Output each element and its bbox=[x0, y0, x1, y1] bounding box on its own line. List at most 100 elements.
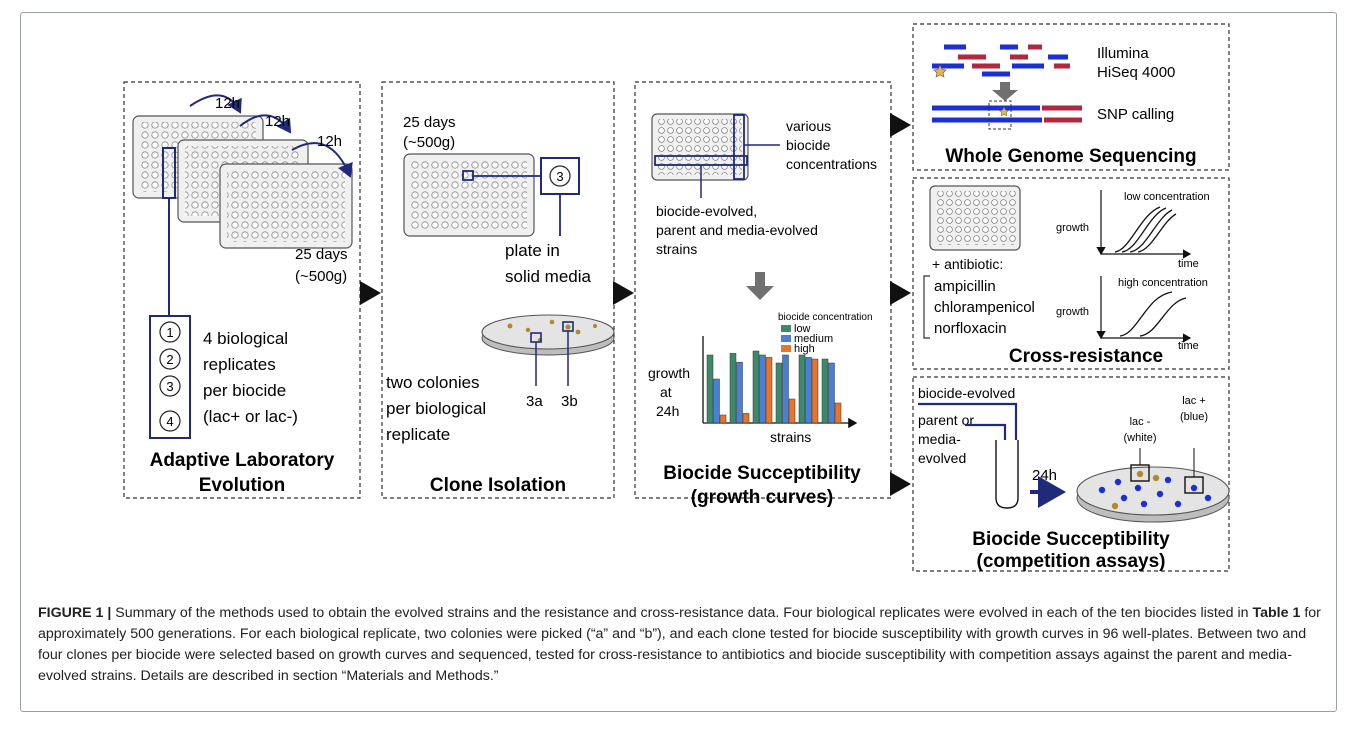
various-text-2: biocide bbox=[786, 137, 831, 153]
bar-high-3 bbox=[765, 357, 773, 424]
bar-medium-3 bbox=[759, 354, 766, 424]
sequencing-reads bbox=[932, 44, 1070, 77]
growth-title-line1: Biocide Succeptibility bbox=[663, 463, 861, 484]
lac-minus-sublabel: (white) bbox=[1123, 432, 1156, 444]
colony-label-b: 3b bbox=[561, 393, 578, 410]
legend-title: biocide concentration bbox=[778, 312, 873, 323]
methods-diagram: 12h 12h 12h 25 days (~500g) 1 2 3 4 4 bi… bbox=[123, 23, 1230, 572]
replicate-circles: 1 2 3 4 bbox=[159, 321, 181, 432]
plate-text-2: solid media bbox=[505, 267, 592, 286]
bar-low-5 bbox=[798, 354, 806, 424]
panel-growth-curves: various biocide concentrations biocide-e… bbox=[634, 81, 892, 508]
transfer-arrow-3 bbox=[291, 142, 353, 178]
caption-text-2: for approximately 500 generations. For e… bbox=[38, 605, 1321, 684]
various-text-3: concentrations bbox=[786, 156, 877, 172]
panel-border bbox=[912, 177, 1230, 370]
snp-star-icon bbox=[998, 106, 1010, 117]
y-label-3: 24h bbox=[656, 403, 679, 419]
clone-plate bbox=[403, 153, 535, 237]
parent-text-2: media- bbox=[918, 431, 961, 447]
colony-label-a: 3a bbox=[526, 393, 543, 410]
panel-whole-genome-sequencing: Illumina HiSeq 4000 SNP calling Whole Ge… bbox=[912, 23, 1230, 171]
plate-text-1: plate in bbox=[505, 241, 560, 260]
clone-duration-line2: (~500g) bbox=[403, 134, 455, 151]
replicate-number-4: 4 bbox=[166, 414, 173, 429]
replicate-number-3: 3 bbox=[166, 379, 173, 394]
strains-text-1: biocide-evolved, bbox=[656, 203, 757, 219]
legend-label-high: high bbox=[794, 343, 815, 355]
ale-duration-line2: (~500g) bbox=[295, 268, 347, 285]
lac-plus-label: lac + bbox=[1182, 395, 1206, 407]
strains-text-3: strains bbox=[656, 241, 697, 257]
replicates-text-4: (lac+ or lac-) bbox=[203, 407, 298, 426]
low-concentration-title: low concentration bbox=[1124, 191, 1210, 203]
panel-border bbox=[912, 23, 1230, 171]
colonies-text-1: two colonies bbox=[386, 373, 480, 392]
transfer-arrow-1 bbox=[189, 94, 242, 114]
legend-swatch-medium bbox=[781, 335, 791, 342]
aligned-reads bbox=[932, 105, 1082, 123]
colonies-text-2: per biological bbox=[386, 399, 486, 418]
competition-title-line1: Biocide Succeptibility bbox=[972, 529, 1170, 550]
parent-text-1: parent or bbox=[918, 412, 974, 428]
bar-high-4 bbox=[788, 398, 796, 424]
snp-label: SNP calling bbox=[1097, 106, 1174, 123]
antibiotic-1: ampicillin bbox=[934, 278, 996, 295]
caption-label: FIGURE 1 | bbox=[38, 605, 112, 621]
antibiotic-2: chlorampenicol bbox=[934, 299, 1035, 316]
panel-border bbox=[381, 81, 615, 499]
wgs-down-arrow bbox=[992, 82, 1018, 101]
concentration-column bbox=[733, 114, 745, 180]
competition-petri-dish bbox=[1076, 466, 1230, 523]
antibiotic-bracket bbox=[923, 275, 930, 339]
pipette-parent bbox=[965, 423, 1007, 442]
lac-plus-sublabel: (blue) bbox=[1180, 411, 1208, 423]
high-concentration-plot bbox=[1096, 276, 1192, 343]
panel-cross-resistance: + antibiotic: ampicillin chlorampenicol … bbox=[912, 177, 1230, 370]
snp-highlight-box bbox=[988, 100, 1012, 130]
time-label-2: 12h bbox=[265, 113, 290, 130]
panel-competition-assays: biocide-evolved parent or media- evolved… bbox=[912, 376, 1230, 572]
bar-low-2 bbox=[729, 353, 737, 424]
figure-frame bbox=[20, 12, 1337, 712]
bar-low-3 bbox=[752, 350, 760, 424]
bar-high-5 bbox=[811, 358, 819, 424]
competition-title-line2: (competition assays) bbox=[977, 551, 1166, 572]
test-tube bbox=[995, 440, 1019, 509]
platform-line1: Illumina bbox=[1097, 45, 1149, 62]
well-number: 3 bbox=[556, 169, 563, 184]
plate-3 bbox=[219, 163, 353, 249]
legend-swatch-low bbox=[781, 325, 791, 332]
lac-minus-label: lac - bbox=[1130, 416, 1151, 428]
replicates-text-1: 4 biological bbox=[203, 329, 288, 348]
y-label-1: growth bbox=[648, 365, 690, 381]
growth-title-line2: (growth curves) bbox=[691, 487, 834, 508]
various-text-1: various bbox=[786, 118, 831, 134]
down-arrow bbox=[746, 272, 774, 300]
antibiotic-label: + antibiotic: bbox=[932, 256, 1003, 272]
bar-low-6 bbox=[821, 358, 829, 424]
x-label: strains bbox=[770, 429, 811, 445]
ale-title-line2: Evolution bbox=[199, 475, 286, 496]
caption-text-1: Summary of the methods used to obtain th… bbox=[115, 605, 1249, 621]
clone-duration-line1: 25 days bbox=[403, 114, 456, 131]
bar-low-1 bbox=[706, 354, 714, 424]
replicates-text-2: replicates bbox=[203, 355, 276, 374]
low-growth-label: growth bbox=[1056, 222, 1089, 234]
panel-border bbox=[912, 376, 1230, 572]
bar-medium-2 bbox=[736, 361, 743, 424]
parent-text-3: evolved bbox=[918, 450, 966, 466]
panel-clone-isolation: 25 days (~500g) 3 plate in solid media bbox=[381, 81, 615, 499]
legend-label-medium: medium bbox=[794, 333, 833, 345]
high-time-label: time bbox=[1178, 340, 1199, 352]
competition-time-label: 24h bbox=[1032, 467, 1057, 484]
bar-medium-4 bbox=[782, 354, 789, 424]
bar-medium-1 bbox=[713, 378, 720, 424]
replicate-number-1: 1 bbox=[166, 325, 173, 340]
time-label-1: 12h bbox=[215, 95, 240, 112]
y-label-2: at bbox=[660, 384, 672, 400]
cross-title: Cross-resistance bbox=[1009, 346, 1163, 367]
clone-title: Clone Isolation bbox=[430, 475, 566, 496]
time-label-3: 12h bbox=[317, 133, 342, 150]
